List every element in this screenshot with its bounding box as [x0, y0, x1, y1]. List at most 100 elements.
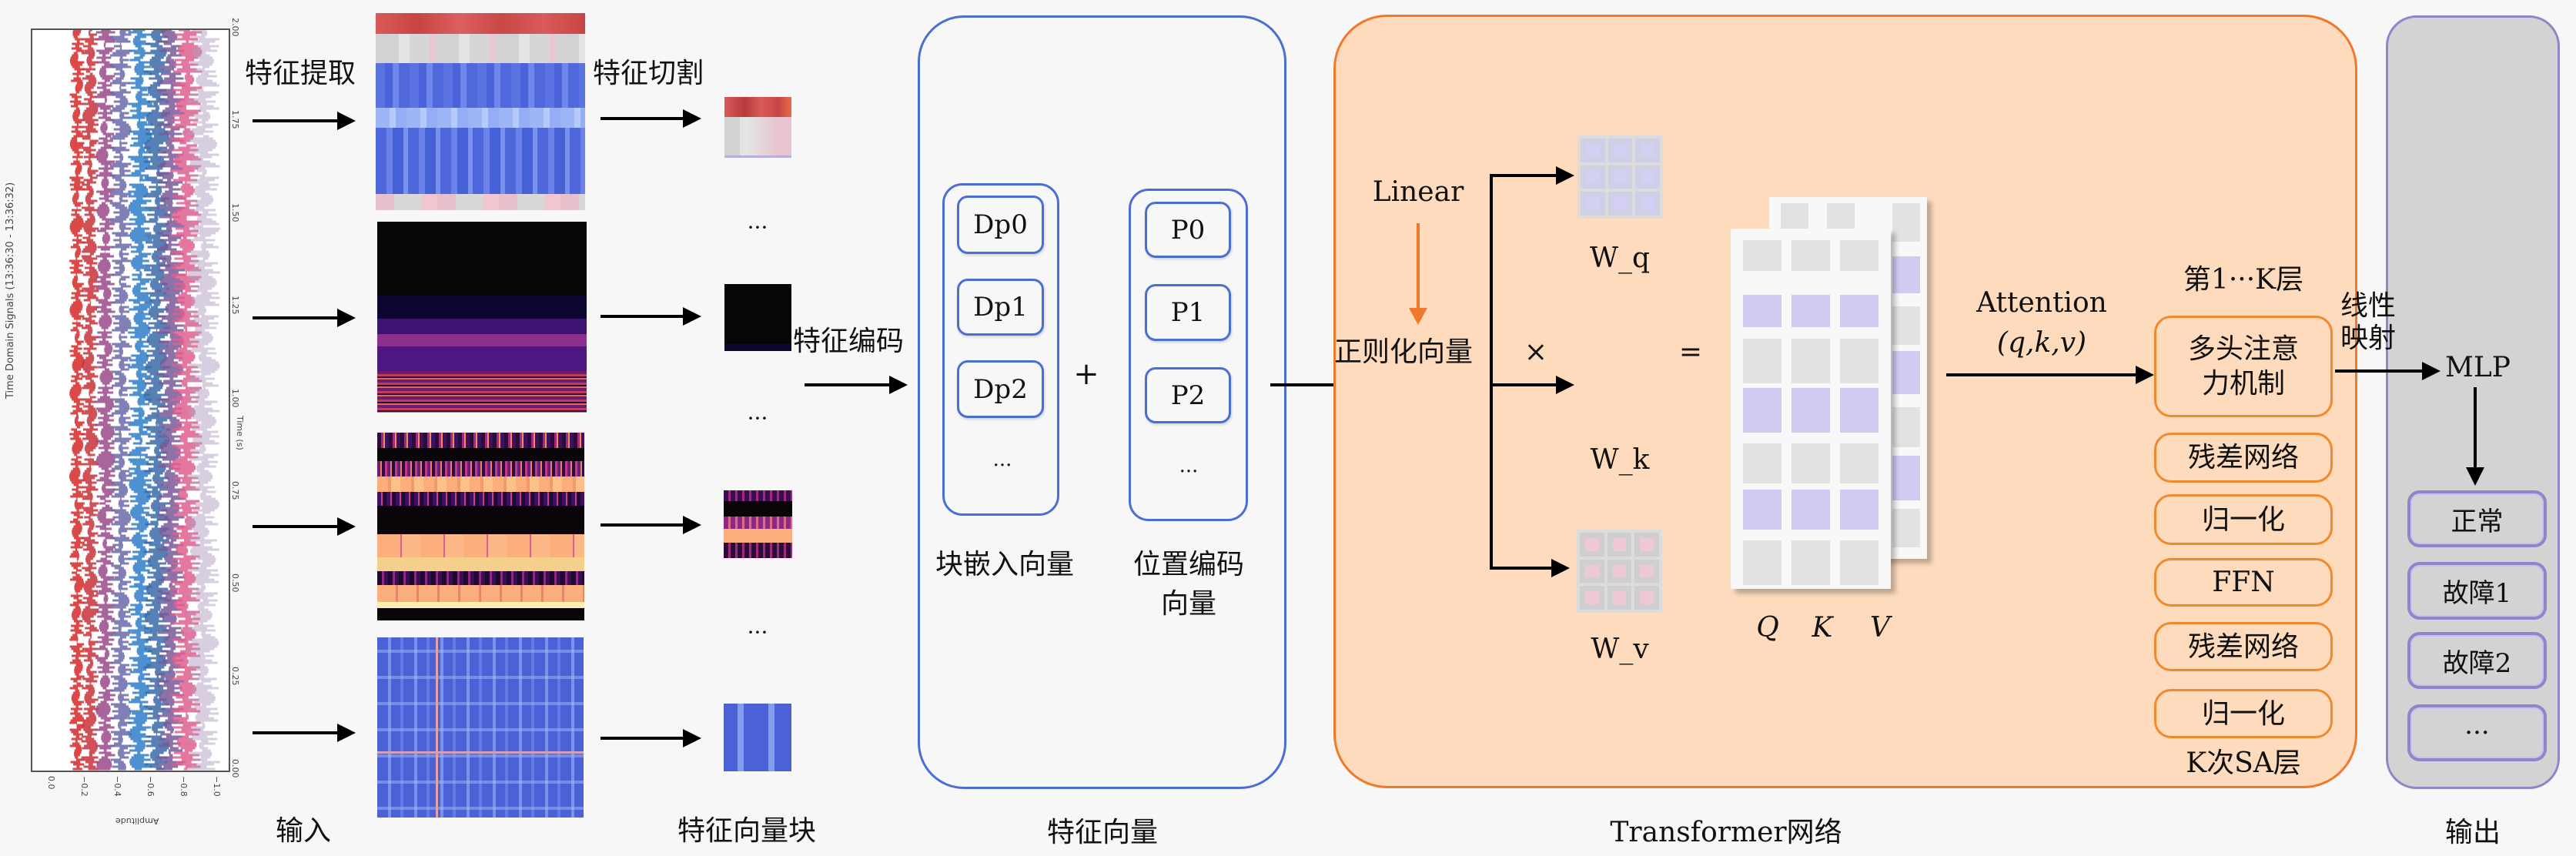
- weight-matrix-v-icon: [1577, 530, 1662, 613]
- block-ffn: FFN: [2154, 558, 2333, 607]
- matrix-cell: [1791, 339, 1830, 383]
- matrix-cell: [1743, 339, 1781, 383]
- attention-label: Attention: [1976, 287, 2107, 319]
- wq-arrow: [1490, 166, 1574, 185]
- matrix-cell: [1743, 540, 1781, 585]
- layer-range-label: 第1···K层: [2183, 264, 2304, 296]
- wk-arrow: [1490, 376, 1574, 394]
- matrix-cell: [1892, 407, 1920, 447]
- wv-arrow: [1490, 559, 1570, 577]
- weight-label-v: W_v: [1591, 634, 1649, 665]
- patch-ellipsis-2: ···: [747, 406, 768, 431]
- linear-mapping-label-line1: 线性: [2340, 290, 2397, 322]
- weight-cell: [1607, 192, 1633, 216]
- matrix-cell: [1791, 295, 1830, 327]
- time-tick-label: 2.00: [230, 18, 240, 37]
- position-encoding-caption-line1: 位置编码: [1132, 549, 1245, 580]
- patch-embedding-token-1: Dp1: [957, 279, 1044, 336]
- attention-arrow: [1946, 366, 2154, 384]
- extraction-arrow-4: [253, 724, 356, 742]
- linear-mapping-label-line2: 映射: [2340, 323, 2397, 354]
- block-residual-2: 残差网络: [2154, 622, 2333, 671]
- amplitude-tick-label: 0.0: [46, 776, 56, 790]
- feature-map-1: [376, 13, 585, 210]
- class-fault-1: 故障1: [2407, 562, 2547, 620]
- weight-label-q: W_q: [1589, 242, 1651, 274]
- weight-cell: [1635, 139, 1660, 162]
- weight-cell: [1634, 559, 1659, 583]
- patch-embedding-column: [942, 183, 1059, 516]
- linear-arrow-shaft: [1417, 223, 1420, 309]
- mlp-down-arrow: [2466, 387, 2484, 486]
- mlp-label: MLP: [2445, 352, 2511, 383]
- extraction-arrow-2: [253, 309, 356, 327]
- weight-cell: [1607, 165, 1633, 189]
- feature-patch-1: [724, 97, 791, 158]
- feature-vector-panel: [918, 15, 1286, 789]
- mapping-arrow: [2335, 362, 2441, 380]
- matrix-cell: [1743, 388, 1781, 433]
- block-multi-head-attention: 多头注意 力机制: [2154, 316, 2333, 417]
- matrix-cell: [1791, 443, 1830, 483]
- matrix-cell: [1743, 490, 1781, 530]
- feature-patch-4: [724, 704, 791, 771]
- feature-cutting-label: 特征切割: [593, 58, 704, 89]
- weight-cell: [1580, 533, 1604, 557]
- matrix-cell: [1840, 388, 1878, 433]
- matrix-cell: [1791, 490, 1830, 530]
- matrix-label-v: V: [1870, 612, 1890, 644]
- linear-label: Linear: [1372, 176, 1464, 208]
- encoding-arrow: [805, 376, 908, 394]
- feature-encoding-label: 特征编码: [793, 326, 905, 357]
- multiply-sign: ×: [1524, 336, 1548, 368]
- position-encoding-ellipsis: ···: [1179, 460, 1199, 483]
- feature-patches-caption: 特征向量块: [677, 815, 817, 847]
- time-tick-label: 0.50: [230, 573, 240, 593]
- matrix-label-q: Q: [1756, 612, 1779, 644]
- amplitude-tick-label: −0.8: [179, 776, 189, 797]
- transformer-caption: Transformer网络: [1610, 817, 1842, 848]
- weight-label-k: W_k: [1590, 444, 1650, 476]
- matrix-cell: [1840, 295, 1878, 327]
- matrix-cell: [1743, 295, 1781, 327]
- signal-plot-traces: [69, 30, 220, 771]
- amplitude-tick-label: −1.0: [212, 776, 222, 797]
- block-mha-line2: 力机制: [2201, 368, 2285, 400]
- weight-cell: [1580, 559, 1604, 583]
- block-norm-2: 归一化: [2154, 689, 2333, 738]
- time-tick-label: 0.25: [230, 666, 240, 686]
- block-norm-1: 归一化: [2154, 494, 2333, 545]
- matrix-label-k: K: [1812, 612, 1833, 644]
- block-mha-line1: 多头注意: [2187, 333, 2299, 365]
- feature-map-2: [377, 222, 587, 413]
- normalized-vector-label: 正则化向量: [1334, 336, 1474, 368]
- weight-cell: [1635, 165, 1660, 189]
- amplitude-tick-label: −0.2: [79, 776, 89, 797]
- matrix-cell: [1840, 240, 1878, 271]
- block-residual-1: 残差网络: [2154, 433, 2333, 483]
- patch-ellipsis-3: ···: [747, 620, 768, 645]
- time-tick-label: 1.75: [230, 110, 240, 129]
- matrix-cell: [1892, 456, 1920, 500]
- time-tick-label: 0.00: [230, 759, 240, 778]
- qkv-matrix-front: [1731, 229, 1891, 589]
- weight-cell: [1634, 586, 1659, 610]
- feature-patch-2: [724, 284, 791, 351]
- matrix-cell: [1840, 339, 1878, 383]
- time-axis-label: Time (s): [235, 416, 245, 450]
- weight-cell: [1580, 586, 1604, 610]
- patch-ellipsis-1: ···: [747, 215, 768, 240]
- amplitude-tick-label: −0.4: [112, 776, 122, 797]
- extraction-arrow-1: [253, 112, 356, 130]
- weight-cell: [1581, 165, 1605, 189]
- weight-cell: [1607, 533, 1632, 557]
- qkv-branch-line: [1490, 174, 1493, 570]
- class-fault-2: 故障2: [2407, 632, 2547, 689]
- extraction-arrow-3: [253, 517, 356, 536]
- cutting-arrow-3: [601, 516, 701, 534]
- feature-map-4: [377, 637, 584, 818]
- output-caption: 输出: [2444, 817, 2501, 848]
- weight-cell: [1607, 559, 1632, 583]
- feature-vector-caption: 特征向量: [1046, 817, 1159, 848]
- attention-args: (q,k,v): [1996, 327, 2087, 359]
